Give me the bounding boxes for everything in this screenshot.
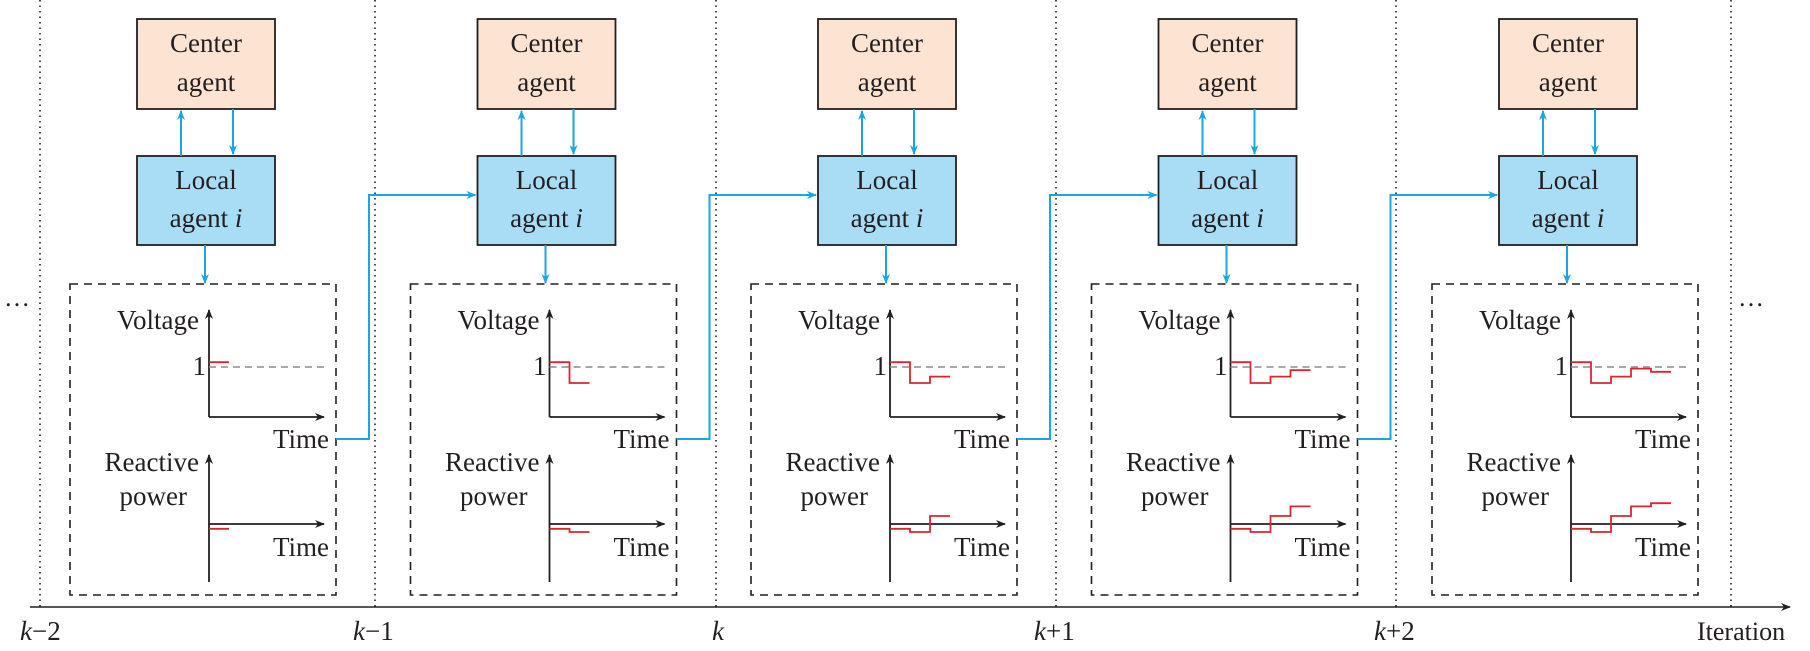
voltage-reference-label: 1 (193, 351, 207, 381)
voltage-time-label: Time (613, 424, 669, 454)
reactive-trace (1230, 505, 1311, 533)
local-agent-label: Local (1537, 165, 1598, 195)
local-agent-label: agent i (1191, 203, 1264, 233)
center-agent-label: Center (851, 28, 923, 58)
local-agent-label: agent i (851, 203, 924, 233)
reactive-trace (549, 527, 590, 533)
reactive-trace (1571, 502, 1671, 533)
voltage-reference-label: 1 (533, 351, 547, 381)
voltage-axis-label: Voltage (798, 305, 880, 335)
reactive-time-label: Time (273, 532, 329, 562)
local-agent-label: Local (516, 165, 577, 195)
local-agent-label: agent i (510, 203, 583, 233)
reactive-time-label: Time (1635, 532, 1691, 562)
iteration-dividers (39, 0, 1732, 607)
reactive-time-label: Time (1294, 532, 1350, 562)
iteration-links (336, 191, 1498, 440)
center-agent-label: agent (517, 67, 576, 97)
reactive-axis-label: Reactive (445, 447, 539, 477)
iteration-tick-label: k−2 (20, 616, 61, 646)
center-agent-box (136, 18, 276, 110)
iteration-axis-label: Iteration (1697, 617, 1785, 646)
reactive-axis-label: Reactive (1126, 447, 1220, 477)
reactive-axis-label: power (1482, 481, 1549, 511)
reactive-time-label: Time (613, 532, 669, 562)
iteration-tick-labels: k−2 k−1 k k+1 k+2 (20, 616, 1415, 646)
reactive-axis-label: power (120, 481, 187, 511)
center-agent-label: agent (1539, 67, 1598, 97)
reactive-axis-label: Reactive (1467, 447, 1561, 477)
iteration-tick-label: k+1 (1034, 616, 1075, 646)
voltage-time-label: Time (1294, 424, 1350, 454)
voltage-trace (1230, 361, 1311, 384)
reactive-axis-label: power (801, 481, 868, 511)
local-agent-label: Local (175, 165, 236, 195)
center-agent-box (817, 18, 957, 110)
center-agent-label: Center (170, 28, 242, 58)
voltage-trace (1571, 361, 1671, 384)
iteration-tick-label: k−1 (353, 616, 394, 646)
voltage-time-label: Time (954, 424, 1010, 454)
reactive-trace (890, 515, 950, 533)
voltage-reference-label: 1 (874, 351, 888, 381)
result-panel-box (1431, 283, 1699, 596)
voltage-reference-label: 1 (1214, 351, 1228, 381)
voltage-trace (890, 361, 950, 384)
next-iteration-link (676, 191, 817, 440)
local-agent-box (1157, 155, 1298, 246)
reactive-axis-label: Reactive (105, 447, 199, 477)
voltage-time-label: Time (273, 424, 329, 454)
next-iteration-link (1017, 191, 1158, 440)
voltage-time-label: Time (1635, 424, 1691, 454)
reactive-axis-label: power (1141, 481, 1208, 511)
voltage-axis-label: Voltage (117, 305, 199, 335)
local-agent-box (136, 155, 276, 246)
iteration-tick-label: k (712, 616, 725, 646)
local-agent-label: Local (1197, 165, 1258, 195)
voltage-axis-label: Voltage (1139, 305, 1221, 335)
reactive-axis-label: Reactive (786, 447, 880, 477)
local-agent-label: agent i (1532, 203, 1605, 233)
center-agent-label: Center (1532, 28, 1604, 58)
voltage-axis-label: Voltage (458, 305, 540, 335)
center-agent-label: agent (177, 67, 236, 97)
reactive-axis-label: power (460, 481, 527, 511)
center-agent-box (476, 18, 617, 110)
center-agent-box (1157, 18, 1298, 110)
iteration-tick-label: k+2 (1374, 616, 1415, 646)
center-agent-label: Center (511, 28, 583, 58)
center-agent-label: Center (1192, 28, 1264, 58)
voltage-reference-label: 1 (1555, 351, 1569, 381)
local-agent-box (1498, 155, 1638, 246)
next-iteration-link (1357, 191, 1498, 440)
voltage-trace (549, 361, 590, 384)
local-agent-label: Local (856, 165, 917, 195)
center-agent-box (1498, 18, 1638, 110)
ellipsis-left: … (4, 283, 30, 312)
local-agent-box (476, 155, 617, 246)
center-agent-label: agent (1198, 67, 1257, 97)
ellipsis-right: … (1738, 283, 1764, 312)
voltage-axis-label: Voltage (1479, 305, 1561, 335)
center-agent-label: agent (858, 67, 917, 97)
next-iteration-link (336, 191, 477, 440)
reactive-time-label: Time (954, 532, 1010, 562)
local-agent-label: agent i (170, 203, 243, 233)
